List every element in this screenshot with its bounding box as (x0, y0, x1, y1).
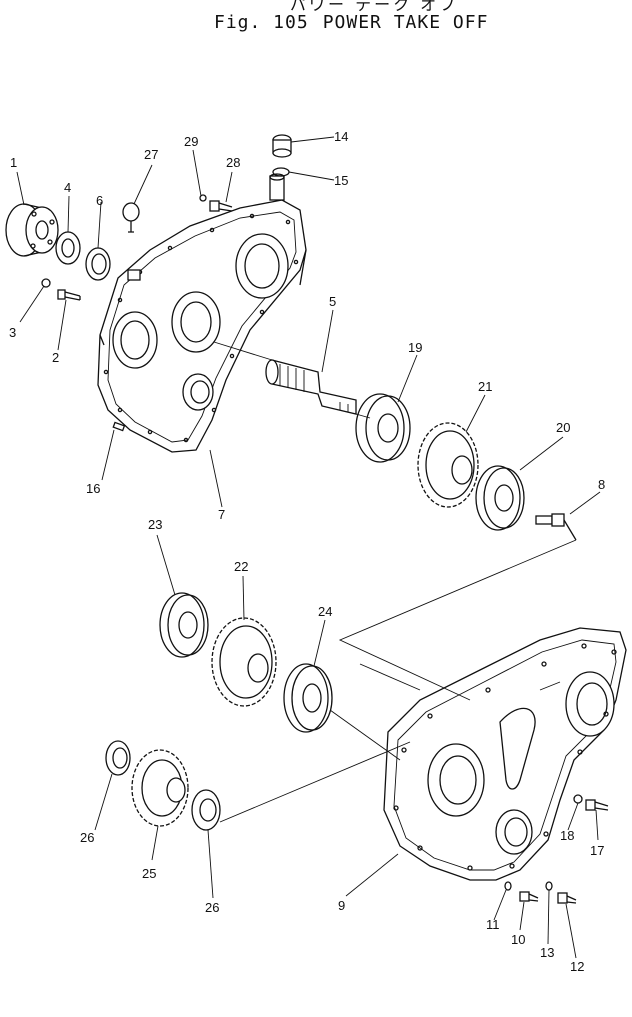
part-6-oil-seal (85, 247, 111, 281)
part-13-washer (545, 881, 553, 891)
part-12-bolt (557, 892, 577, 904)
callout-3: 3 (9, 325, 16, 340)
leader-lines (16, 136, 601, 959)
callout-13: 13 (540, 945, 554, 960)
callout-15: 15 (334, 173, 348, 188)
part-16-dowel-pin (112, 421, 126, 432)
part-4-bearing (55, 231, 81, 265)
part-25-sprocket (131, 749, 189, 827)
part-26-bearing-left (105, 740, 131, 776)
callout-19: 19 (408, 340, 422, 355)
part-24-bearing (283, 663, 333, 733)
part-2-bolt (57, 289, 81, 301)
callout-24: 24 (318, 604, 332, 619)
part-11-washer (504, 881, 512, 891)
callout-10: 10 (511, 932, 525, 947)
figure-name: POWER TAKE OFF (322, 12, 489, 33)
callout-20: 20 (556, 420, 570, 435)
callout-26-left: 26 (80, 830, 94, 845)
part-3-washer (41, 278, 51, 288)
part-19-bearing (355, 393, 411, 463)
callout-12: 12 (570, 959, 584, 974)
figure-number: Fig. 105 (214, 12, 309, 33)
callout-29: 29 (184, 134, 198, 149)
callout-14: 14 (334, 129, 348, 144)
part-23-bearing (159, 592, 209, 658)
callout-23: 23 (148, 517, 162, 532)
part-5-shaft (265, 359, 357, 415)
part-9-rear-case (383, 627, 627, 881)
part-17-bolt (585, 799, 609, 811)
part-27-eye-bolt (122, 202, 140, 233)
assembly-guide-lines (213, 341, 577, 823)
callout-7: 7 (218, 507, 225, 522)
callout-17: 17 (590, 843, 604, 858)
part-1-coupling (5, 203, 59, 257)
callout-1: 1 (10, 155, 17, 170)
part-8-fitting (535, 513, 577, 541)
title-japanese: パワー テーク オフ (290, 0, 459, 14)
callout-2: 2 (52, 350, 59, 365)
callout-28: 28 (226, 155, 240, 170)
callout-4: 4 (64, 180, 71, 195)
callout-25: 25 (142, 866, 156, 881)
part-7-front-cover (97, 173, 307, 453)
callout-labels: 1 2 3 4 5 6 7 8 9 10 11 12 13 14 15 16 1… (9, 129, 605, 974)
part-28-bolt (209, 200, 233, 212)
callout-9: 9 (338, 898, 345, 913)
callout-6: 6 (96, 193, 103, 208)
callout-16: 16 (86, 481, 100, 496)
callout-8: 8 (598, 477, 605, 492)
part-14-breather (272, 134, 292, 158)
part-18-washer (573, 794, 583, 804)
part-29-washer (199, 194, 207, 202)
figure-title: Fig. 105 POWER TAKE OFF (214, 12, 502, 33)
callout-22: 22 (234, 559, 248, 574)
callout-5: 5 (329, 294, 336, 309)
part-21-gear (417, 422, 479, 508)
callout-18: 18 (560, 828, 574, 843)
part-26-bearing-right (191, 789, 221, 831)
callout-27: 27 (144, 147, 158, 162)
part-10-bolt (519, 891, 539, 902)
callout-11: 11 (486, 917, 500, 932)
callout-26-right: 26 (205, 900, 219, 915)
callout-21: 21 (478, 379, 492, 394)
part-22-gear (211, 617, 277, 707)
part-20-bearing (475, 465, 525, 531)
